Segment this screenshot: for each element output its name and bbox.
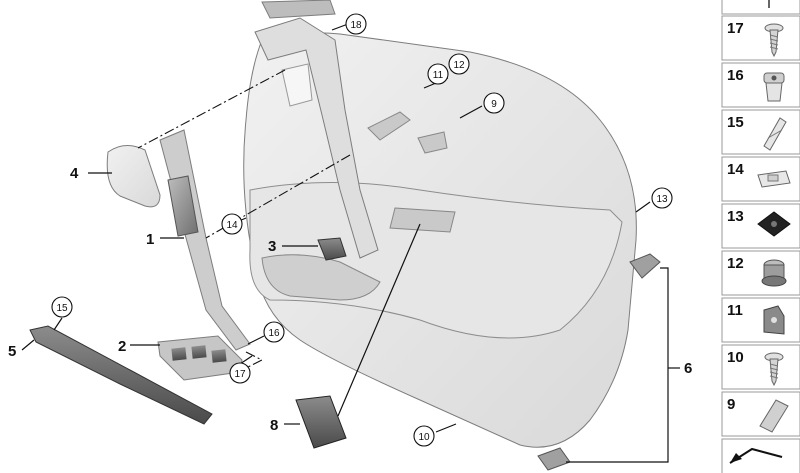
callout-16: 16 [268,328,280,339]
mounting-socket-icon [761,259,787,287]
legend-number-13: 13 [727,208,744,225]
pull-handle-trim [254,0,379,259]
legend-number-17: 17 [727,20,744,37]
callout-9: 9 [491,99,497,110]
bracket-clip-icon [763,305,785,335]
legend-number-16: 16 [727,67,744,84]
legend-tile-17: 17 [721,15,800,61]
legend-number-14: 14 [727,161,744,178]
strip-trim-1 [159,129,251,351]
pocket-insert-8 [295,395,347,449]
clip-icon [757,170,791,188]
legend-tile-15: 15 [721,109,800,155]
callout-17: 17 [234,369,246,380]
legend-number-10: 10 [727,349,744,366]
legend-number-15: 15 [727,114,744,131]
switch-3 [317,237,347,261]
callout-2: 2 [118,338,126,355]
callout-4: 4 [70,165,79,182]
expanding-nut-icon [763,72,785,102]
callout-1: 1 [146,231,154,248]
bracket-6-upper [629,253,661,279]
retaining-clip-icon [759,399,789,433]
callout-14: 14 [226,220,238,231]
callout-3: 3 [268,238,276,255]
spring-clip-icon [763,117,787,151]
legend-tile-arrow [721,438,800,473]
arrow-icon [730,453,742,463]
callout-8: 8 [270,417,278,434]
callouts: 4 1 2 3 5 6 8 14 15 16 17 18 11 12 9 13 … [8,13,692,447]
legend-number-9: 9 [727,396,735,413]
legend-tile-9: 9 [721,391,800,437]
legend-tile-14: 14 [721,156,800,202]
callout-6: 6 [684,360,692,377]
callout-12: 12 [453,60,465,71]
legend-tile-12: 12 [721,250,800,296]
callout-11: 11 [433,70,444,81]
legend-tile-11: 11 [721,297,800,343]
bracket-6-lower [537,447,571,471]
legend-tile-13: 13 [721,203,800,249]
legend-number-12: 12 [727,255,744,272]
legend-number-11: 11 [727,302,743,319]
screw-icon [764,352,784,387]
window-switch-block-2 [157,335,243,381]
callout-13: 13 [656,194,668,205]
callout-10: 10 [418,432,430,443]
callout-18: 18 [350,20,362,31]
callout-5: 5 [8,343,16,360]
trim-strip-5 [29,325,213,425]
cover-cap-4 [106,145,161,208]
assembly-lines [137,69,351,369]
fastener-legend: 17 16 15 14 13 12 11 10 9 [721,0,800,473]
legend-tile-16: 16 [721,62,800,108]
legend-tile-10: 10 [721,344,800,390]
screw-icon [764,23,784,58]
foam-pad-icon [757,211,791,237]
callout-15: 15 [56,303,68,314]
